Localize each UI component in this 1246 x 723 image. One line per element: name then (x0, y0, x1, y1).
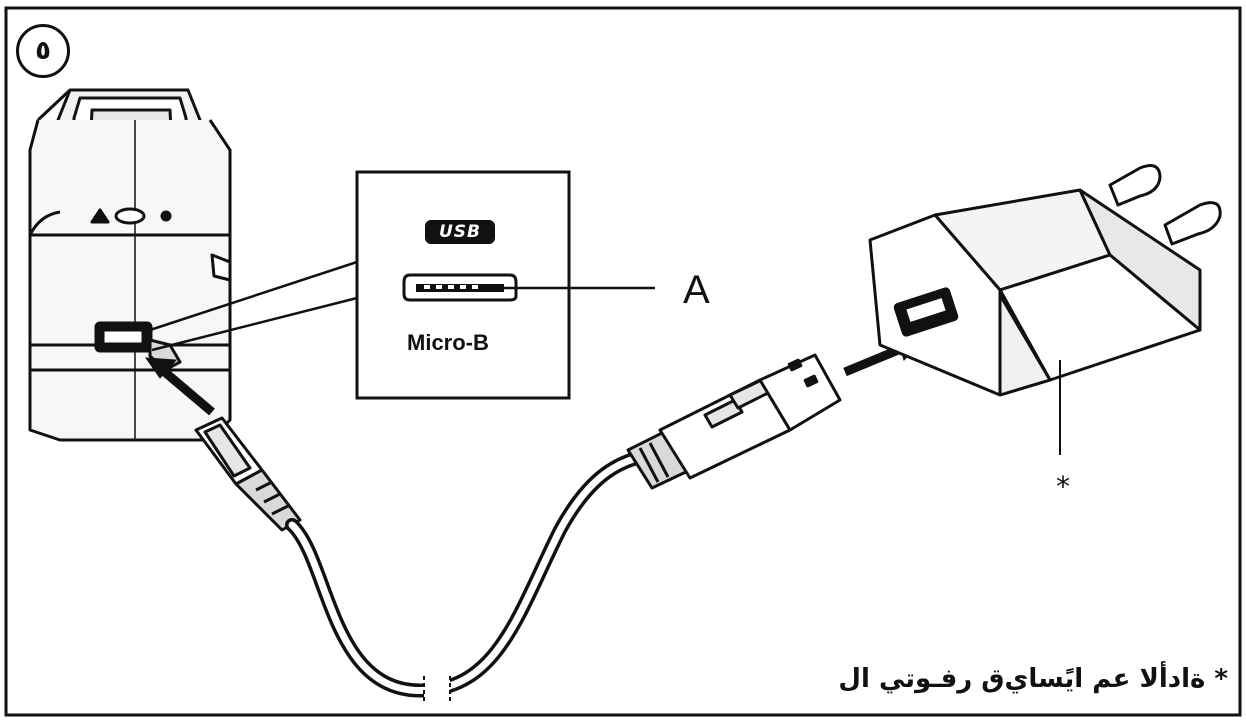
adapter-asterisk-marker: * (1056, 470, 1070, 503)
zoom-line-top (149, 260, 358, 332)
step-number-badge: ٥ (16, 24, 70, 78)
device-illustration (28, 88, 232, 442)
usb-logo: USB (425, 220, 495, 244)
usb-cable-outer (285, 448, 657, 698)
callout-label-a: A (683, 268, 710, 312)
usb-cable-inner (288, 451, 654, 694)
wall-adapter (868, 164, 1222, 397)
micro-usb-plug (194, 416, 302, 532)
usb-a-plug (626, 353, 842, 490)
cable-break (424, 676, 450, 704)
zoom-line-bottom (151, 296, 358, 352)
figure-border (4, 6, 1242, 717)
insert-arrow-device (144, 357, 215, 416)
footnote-caption: * ةادألا عم ايًساي‌ق رفـوتي ال (838, 664, 1228, 694)
connector-name-label: Micro-B (407, 330, 489, 355)
